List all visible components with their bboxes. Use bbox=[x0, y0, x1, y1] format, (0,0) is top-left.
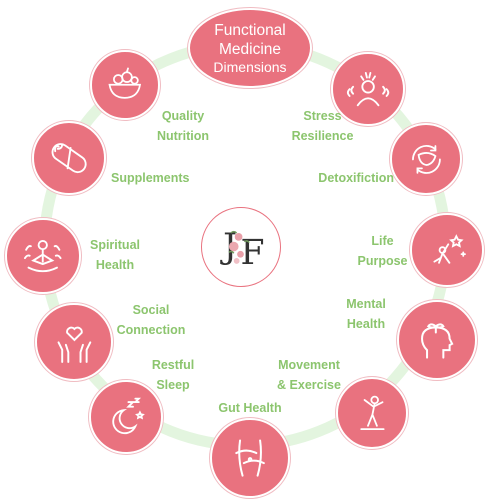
node-social[interactable] bbox=[35, 303, 113, 381]
label-gut: Gut Health bbox=[218, 401, 282, 415]
title-line-3: Dimensions bbox=[213, 58, 287, 75]
label-supplements: Supplements bbox=[111, 171, 190, 185]
title-line-1: Functional bbox=[214, 21, 286, 39]
reaching-star-icon bbox=[433, 234, 466, 264]
capsule-icon bbox=[51, 143, 87, 173]
title-line-2: Medicine bbox=[218, 40, 282, 58]
title-node: Functional Medicine Dimensions bbox=[188, 8, 312, 88]
node-life[interactable] bbox=[410, 213, 484, 287]
node-nutrition[interactable] bbox=[90, 50, 160, 120]
node-detox[interactable] bbox=[390, 123, 462, 195]
node-stress[interactable] bbox=[331, 52, 405, 126]
jf-logo: J F bbox=[201, 207, 281, 287]
label-detox: Detoxifiction bbox=[318, 171, 394, 185]
logo-j-letter: J bbox=[220, 227, 237, 267]
meditating-person-icon bbox=[24, 240, 62, 273]
node-gut[interactable] bbox=[210, 418, 290, 498]
label-movement: Movement& Exercise bbox=[277, 358, 341, 392]
node-spiritual[interactable] bbox=[5, 218, 81, 294]
liver-detox-icon bbox=[411, 144, 441, 174]
node-movement[interactable] bbox=[336, 377, 408, 449]
growing-mind-icon bbox=[420, 323, 454, 359]
fruit-bowl-icon bbox=[108, 67, 142, 99]
floral-monogram-icon: J F bbox=[220, 227, 265, 273]
stressed-person-icon bbox=[346, 71, 390, 107]
stretching-person-icon bbox=[359, 395, 385, 430]
belly-hands-icon bbox=[235, 439, 265, 477]
node-mental[interactable] bbox=[397, 300, 477, 380]
node-supplements[interactable] bbox=[32, 121, 106, 195]
moon-stars-icon bbox=[112, 397, 145, 435]
hands-heart-icon bbox=[57, 326, 91, 363]
logo-f-letter: F bbox=[241, 233, 265, 273]
node-sleep[interactable] bbox=[89, 380, 163, 454]
